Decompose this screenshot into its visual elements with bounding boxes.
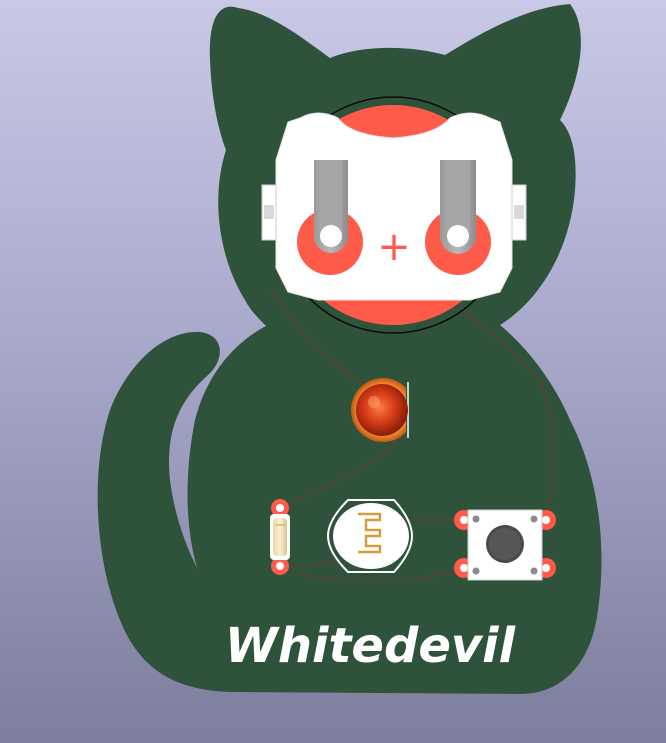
board-label: Whitedevil	[225, 618, 516, 674]
cat-board-outline	[97, 4, 602, 694]
polarity-plus: +	[377, 224, 411, 270]
push-button	[454, 509, 556, 581]
coin-cell-battery-holder: +	[261, 96, 527, 334]
led	[351, 378, 416, 442]
resistor	[270, 499, 290, 575]
light-sensor	[326, 499, 414, 573]
